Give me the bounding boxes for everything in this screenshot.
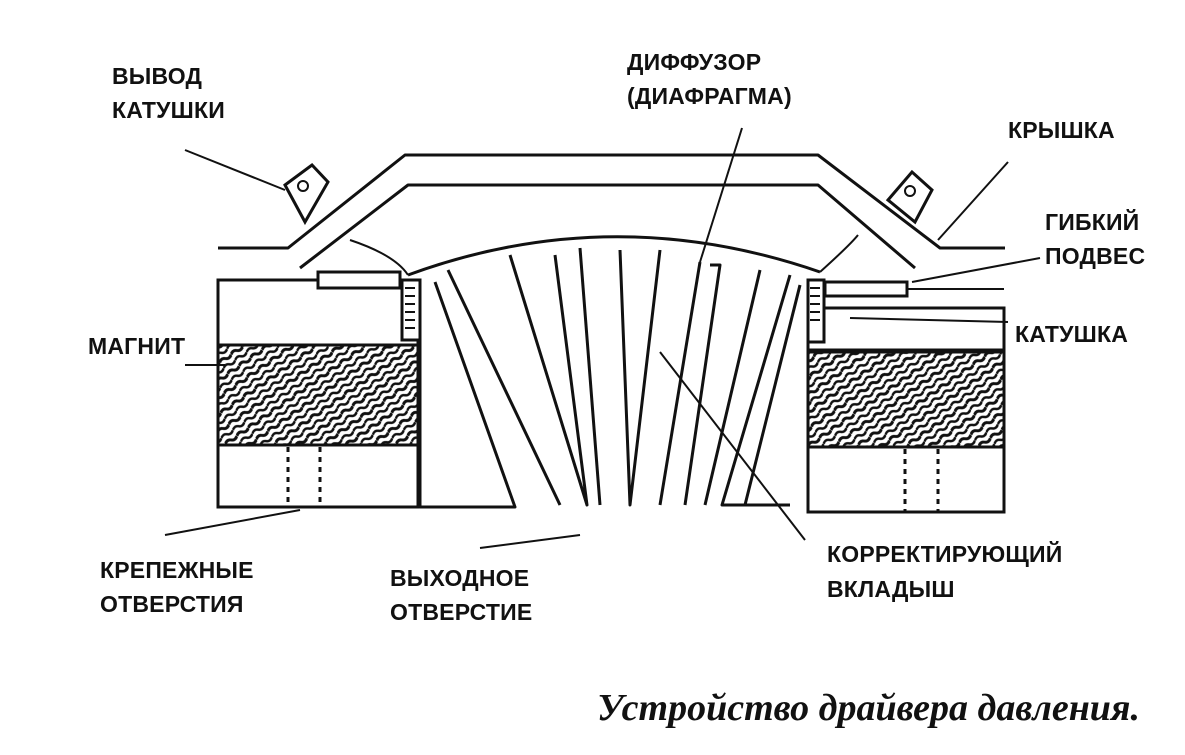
labels: ВЫВОД КАТУШКИ ДИФФУЗОР (ДИАФРАГМА) КРЫШК…: [88, 49, 1145, 625]
label-cover: КРЫШКА: [1008, 117, 1115, 143]
label-outlet-2: ОТВЕРСТИЕ: [390, 599, 532, 625]
label-coil-lead-1: ВЫВОД: [112, 63, 202, 89]
label-phase-plug-2: ВКЛАДЫШ: [827, 576, 955, 602]
phase-plug: [418, 247, 802, 509]
leader-lines: [164, 127, 1041, 549]
bottom-plate-right: [806, 445, 1006, 514]
label-coil: КАТУШКА: [1015, 321, 1128, 347]
label-diffuser-1: ДИФФУЗОР: [627, 49, 761, 75]
label-magnet: МАГНИТ: [88, 333, 185, 359]
label-mounting-2: ОТВЕРСТИЯ: [100, 591, 244, 617]
label-diffuser-2: (ДИАФРАГМА): [627, 83, 792, 109]
left-top-plate: [216, 270, 420, 347]
coil-left: [400, 278, 422, 342]
label-suspension-1: ГИБКИЙ: [1045, 208, 1139, 235]
label-suspension-2: ПОДВЕС: [1045, 243, 1145, 269]
label-coil-lead-2: КАТУШКИ: [112, 97, 225, 123]
magnet-left: [216, 343, 420, 447]
cover-shape: [218, 153, 1005, 270]
bottom-plate-left: [216, 443, 420, 509]
label-mounting-1: КРЕПЕЖНЫЕ: [100, 557, 254, 583]
diaphragm: [349, 234, 859, 277]
label-outlet-1: ВЫХОДНОЕ: [390, 565, 529, 591]
figure-caption: Устройство драйвера давления.: [597, 687, 1140, 729]
right-top-plate: [806, 280, 1006, 352]
label-phase-plug-1: КОРРЕКТИРУЮЩИЙ: [827, 540, 1063, 567]
coil-right: [806, 278, 826, 344]
magnet-right: [806, 350, 1006, 449]
